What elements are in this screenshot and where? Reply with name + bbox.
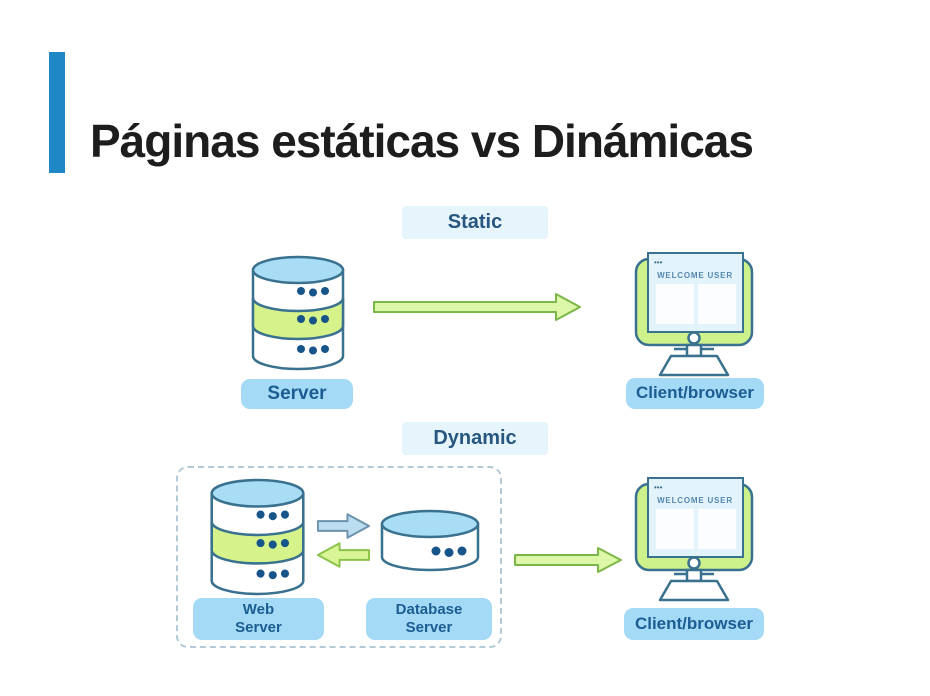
database-server-label-line1: Database bbox=[395, 601, 463, 618]
web-server-label: Web Server bbox=[193, 598, 324, 640]
database-server-label-line2: Server bbox=[405, 619, 453, 636]
client-browser-label-static: Client/browser bbox=[626, 378, 764, 409]
client-browser-label-dynamic: Client/browser bbox=[624, 608, 764, 640]
database-server-label: Database Server bbox=[366, 598, 492, 640]
client-monitor-icon-dynamic: ••• WELCOME USER bbox=[629, 475, 759, 603]
screen-welcome-text: WELCOME USER bbox=[657, 271, 733, 280]
static-section-badge: Static bbox=[402, 206, 548, 239]
server-label-text: Server bbox=[267, 382, 327, 404]
client-browser-label-dynamic-text: Client/browser bbox=[634, 613, 754, 633]
dynamic-request-arrow-icon bbox=[512, 544, 624, 576]
dynamic-backend-group bbox=[176, 466, 502, 648]
web-server-label-line1: Web bbox=[242, 601, 275, 618]
window-dots-icon: ••• bbox=[654, 258, 663, 267]
query-arrow-icon bbox=[315, 511, 372, 541]
server-icon bbox=[250, 255, 346, 371]
page-title: Páginas estáticas vs Dinámicas bbox=[90, 114, 754, 167]
response-arrow-icon bbox=[315, 541, 372, 569]
title-accent-bar bbox=[49, 52, 65, 173]
screen-welcome-text-dynamic: WELCOME USER bbox=[657, 496, 733, 505]
web-server-label-line2: Server bbox=[235, 619, 282, 636]
server-label: Server bbox=[241, 379, 353, 409]
client-monitor-icon: ••• WELCOME USER bbox=[629, 250, 759, 378]
web-server-icon bbox=[207, 478, 308, 596]
client-browser-label-text: Client/browser bbox=[635, 383, 755, 403]
static-request-arrow-icon bbox=[371, 290, 583, 324]
dynamic-section-badge: Dynamic bbox=[402, 422, 548, 455]
database-server-icon bbox=[379, 507, 481, 575]
window-dots-icon: ••• bbox=[654, 483, 663, 492]
